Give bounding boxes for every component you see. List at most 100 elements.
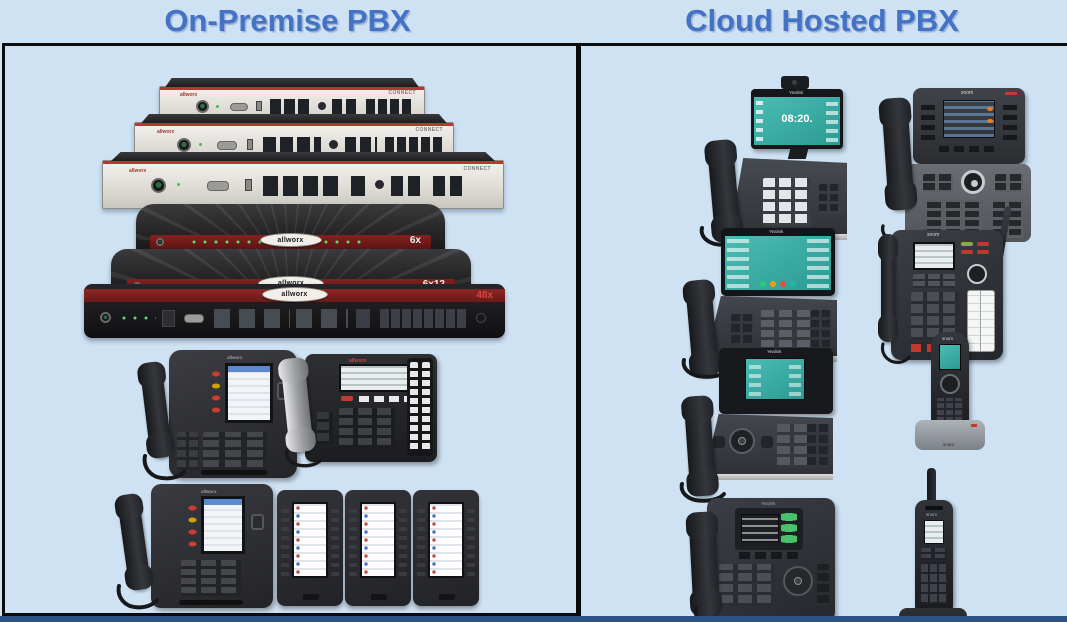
status-led <box>199 143 202 146</box>
screen-dsskeys-column <box>826 100 838 142</box>
answer-key <box>961 242 973 246</box>
console-foot <box>303 594 319 600</box>
model-badge: 6x <box>409 235 421 246</box>
allworx-badge: allworx <box>261 287 328 302</box>
verge-phone-with-expanders: allworx <box>109 480 483 616</box>
allworx-48x-unit: allworx 48x <box>84 284 505 338</box>
expansion-console <box>345 490 411 606</box>
unit-top-face <box>141 114 447 123</box>
handset <box>878 234 898 342</box>
allworx-logo: allworx <box>278 280 304 287</box>
line-keys-right <box>1003 100 1017 140</box>
screen-deck: Yealink <box>719 348 833 414</box>
snom-logo: snom <box>926 512 938 517</box>
handset-cord <box>693 606 738 622</box>
screen-frame: Yealink 08:20. <box>751 89 843 149</box>
allworx-6x-unit: allworx 6x <box>136 204 445 256</box>
earpiece <box>925 506 943 510</box>
line-keys-left <box>725 358 741 402</box>
handset <box>881 97 915 211</box>
yealink-touchscreen-phone: Yealink <box>679 226 841 380</box>
navigation-ring <box>967 264 987 284</box>
handset-screen <box>924 520 944 544</box>
expansion-console <box>277 490 343 606</box>
allworx-connect-unit-large: allworx CONNECT <box>102 152 504 209</box>
keypad-deck <box>905 164 1031 242</box>
phone-ports <box>391 176 425 196</box>
status-led <box>177 183 180 186</box>
screen-frame: Yealink <box>721 228 835 296</box>
phone-display <box>745 358 805 400</box>
connect-model-label: CONNECT <box>415 127 443 133</box>
usb-ports <box>162 310 175 327</box>
serial-port <box>217 141 237 150</box>
outside-line-ports <box>385 137 443 155</box>
ethernet-ports <box>263 137 321 155</box>
dss-label-card <box>967 290 995 352</box>
phone-body <box>705 296 837 362</box>
base-trim <box>703 474 833 480</box>
softkeys <box>745 404 807 410</box>
softkeys <box>913 274 955 288</box>
handset-body: snom <box>931 332 969 430</box>
antenna <box>927 468 936 504</box>
nav-center-key <box>738 437 746 445</box>
softkeys <box>359 396 411 402</box>
serial-port <box>230 103 248 111</box>
feature-keys <box>807 424 829 468</box>
volume-keys <box>317 412 333 444</box>
line-buttons <box>422 362 430 452</box>
feature-keys <box>817 564 829 606</box>
screen-app-dock <box>758 281 798 287</box>
navigation-ring <box>961 170 985 194</box>
speaker-bar <box>179 600 243 605</box>
function-key <box>961 250 973 254</box>
allworx-9224-phone: allworx <box>280 352 437 468</box>
screen-icon-column <box>756 101 763 141</box>
audio-jack <box>476 313 486 323</box>
audio-jack <box>375 180 384 189</box>
hangup-key <box>977 242 989 246</box>
snom-logo: snom <box>942 336 954 341</box>
call-keys <box>921 548 947 560</box>
yealink-color-phone: Yealink <box>675 346 837 508</box>
console-foot <box>371 594 387 600</box>
phone-port <box>356 309 374 328</box>
line-labels <box>410 362 418 452</box>
line-port-block <box>380 309 468 328</box>
line-keys <box>781 512 797 544</box>
on-premise-panel: allworx CONNECT allworx CONNECT <box>2 43 579 616</box>
allworx-logo: allworx <box>180 92 198 98</box>
model-badge: 48x <box>476 290 493 301</box>
console-keys-left <box>417 504 425 576</box>
feature-keys <box>177 432 199 470</box>
cloud-hosted-panel: Yealink 08:20. snom <box>578 43 1067 622</box>
handset <box>139 361 173 459</box>
console-keys-left <box>349 504 357 576</box>
call-keys-left <box>923 174 953 192</box>
status-led <box>1005 92 1017 95</box>
status-led <box>216 105 219 108</box>
audio-jack <box>329 140 338 149</box>
snom-logo: snom <box>943 441 955 447</box>
softkeys <box>939 146 999 152</box>
phone-display <box>943 100 995 138</box>
ethernet-port <box>351 176 367 196</box>
call-keys-right <box>995 174 1023 192</box>
handset-cord <box>284 448 323 468</box>
screen-menu-left <box>727 238 749 288</box>
yealink-logo: Yealink <box>761 501 776 506</box>
power-button <box>196 100 209 113</box>
navigation-ring <box>940 374 960 394</box>
navigation-key <box>251 514 264 530</box>
console-keys-right <box>467 504 475 576</box>
right-panel-title: Cloud Hosted PBX <box>685 3 959 38</box>
console-screen <box>360 502 396 578</box>
handset <box>116 492 152 592</box>
connect-model-label: CONNECT <box>463 166 491 172</box>
function-keys <box>211 368 221 416</box>
mute-key <box>341 396 353 401</box>
speaker-bar <box>201 470 267 475</box>
touch-screen: 08:20. <box>754 97 840 145</box>
